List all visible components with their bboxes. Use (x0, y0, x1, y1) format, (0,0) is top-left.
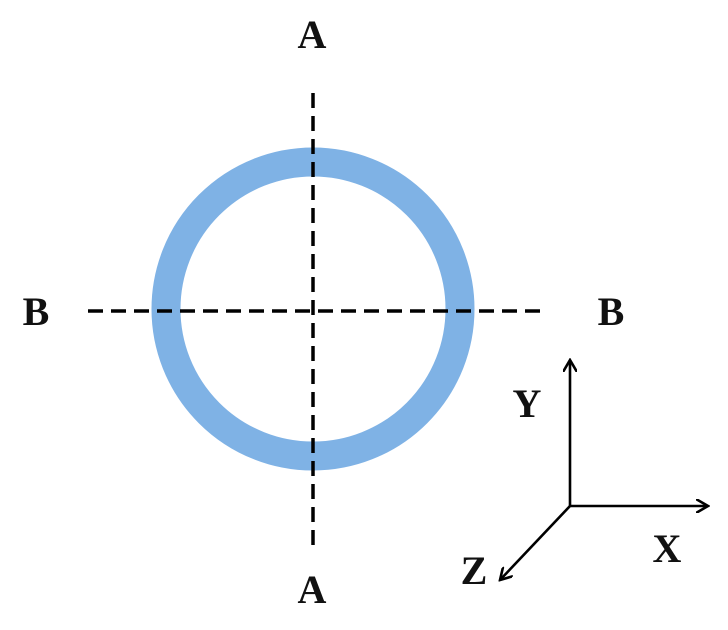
z-axis-arrow (500, 505, 571, 580)
coordinate-axes: Y X Z (461, 360, 708, 593)
section-label-b-right: B (598, 289, 625, 334)
y-axis-label: Y (513, 381, 542, 426)
x-axis-label: X (653, 526, 682, 571)
section-label-b-left: B (23, 289, 50, 334)
section-label-a-bottom: A (298, 567, 327, 612)
section-label-a-top: A (298, 12, 327, 57)
z-axis-label: Z (461, 548, 488, 593)
